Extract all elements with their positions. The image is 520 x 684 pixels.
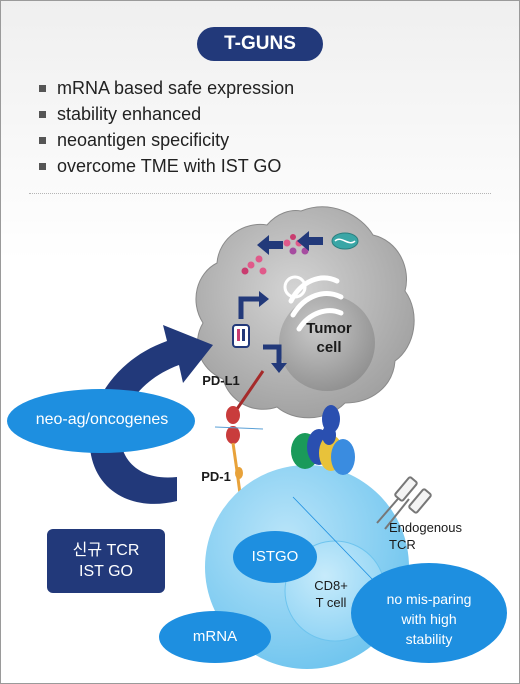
feature-item: overcome TME with IST GO bbox=[37, 153, 294, 179]
endogenous-tcr-label-line: TCR bbox=[389, 537, 416, 552]
pd-l1-label: PD-L1 bbox=[202, 373, 240, 388]
elbow-arrow-icon bbox=[263, 344, 282, 367]
cd8-label-line: T cell bbox=[315, 595, 347, 610]
pd-l1-domain bbox=[226, 406, 240, 424]
mrna-label: mRNA bbox=[192, 628, 238, 645]
cd8-label: CD8+ T cell bbox=[301, 577, 361, 611]
cd8-label-line: CD8+ bbox=[314, 578, 348, 593]
new-tcr-box: 신규 TCR IST GO bbox=[47, 529, 165, 593]
pd-1-domain bbox=[226, 426, 240, 444]
antigen-presentation-icon bbox=[232, 324, 250, 348]
neo-ag-label: neo-ag/oncogenes bbox=[35, 411, 169, 428]
no-misparing-label: no mis-paring with high stability bbox=[361, 589, 497, 649]
tumor-cell-label-line: Tumor bbox=[306, 320, 352, 337]
vesicle-icon bbox=[283, 275, 307, 299]
no-misparing-label-line: with high bbox=[401, 611, 457, 627]
endogenous-tcr-icon bbox=[376, 476, 432, 530]
neo-ag-bubble bbox=[7, 389, 195, 453]
tumor-cell-label-line: cell bbox=[316, 339, 342, 356]
endogenous-tcr-label: Endogenous TCR bbox=[389, 519, 487, 553]
elbow-arrow-icon bbox=[238, 296, 263, 319]
no-misparing-label-line: no mis-paring bbox=[386, 591, 472, 607]
section-divider bbox=[29, 193, 491, 194]
feedback-arrow bbox=[89, 325, 213, 504]
tcr-complex-icon bbox=[291, 405, 355, 475]
feature-list: mRNA based safe expression stability enh… bbox=[37, 75, 294, 179]
new-tcr-label-line: IST GO bbox=[79, 563, 133, 580]
endogenous-tcr-label-line: Endogenous bbox=[389, 520, 463, 535]
process-arrow-icon bbox=[257, 231, 323, 255]
tumor-nucleus bbox=[279, 295, 375, 391]
feature-item: neoantigen specificity bbox=[37, 127, 294, 153]
new-tcr-label-line: 신규 TCR bbox=[72, 542, 140, 559]
tumor-cell-label: Tumor cell bbox=[301, 319, 357, 357]
peptide-cluster-icon bbox=[241, 255, 267, 275]
mrna-bubble bbox=[159, 611, 271, 663]
no-misparing-bubble bbox=[351, 563, 507, 663]
istgo-bubble bbox=[233, 531, 317, 583]
pd-l1-stalk bbox=[235, 370, 265, 410]
feature-item: mRNA based safe expression bbox=[37, 75, 294, 101]
no-misparing-label-line: stability bbox=[405, 631, 453, 647]
title-badge: T-GUNS bbox=[197, 27, 323, 61]
istgo-label: ISTGO bbox=[251, 548, 299, 565]
pd-1-label: PD-1 bbox=[201, 469, 231, 484]
feature-item: stability enhanced bbox=[37, 101, 294, 127]
pd-1-stalk bbox=[231, 442, 239, 472]
